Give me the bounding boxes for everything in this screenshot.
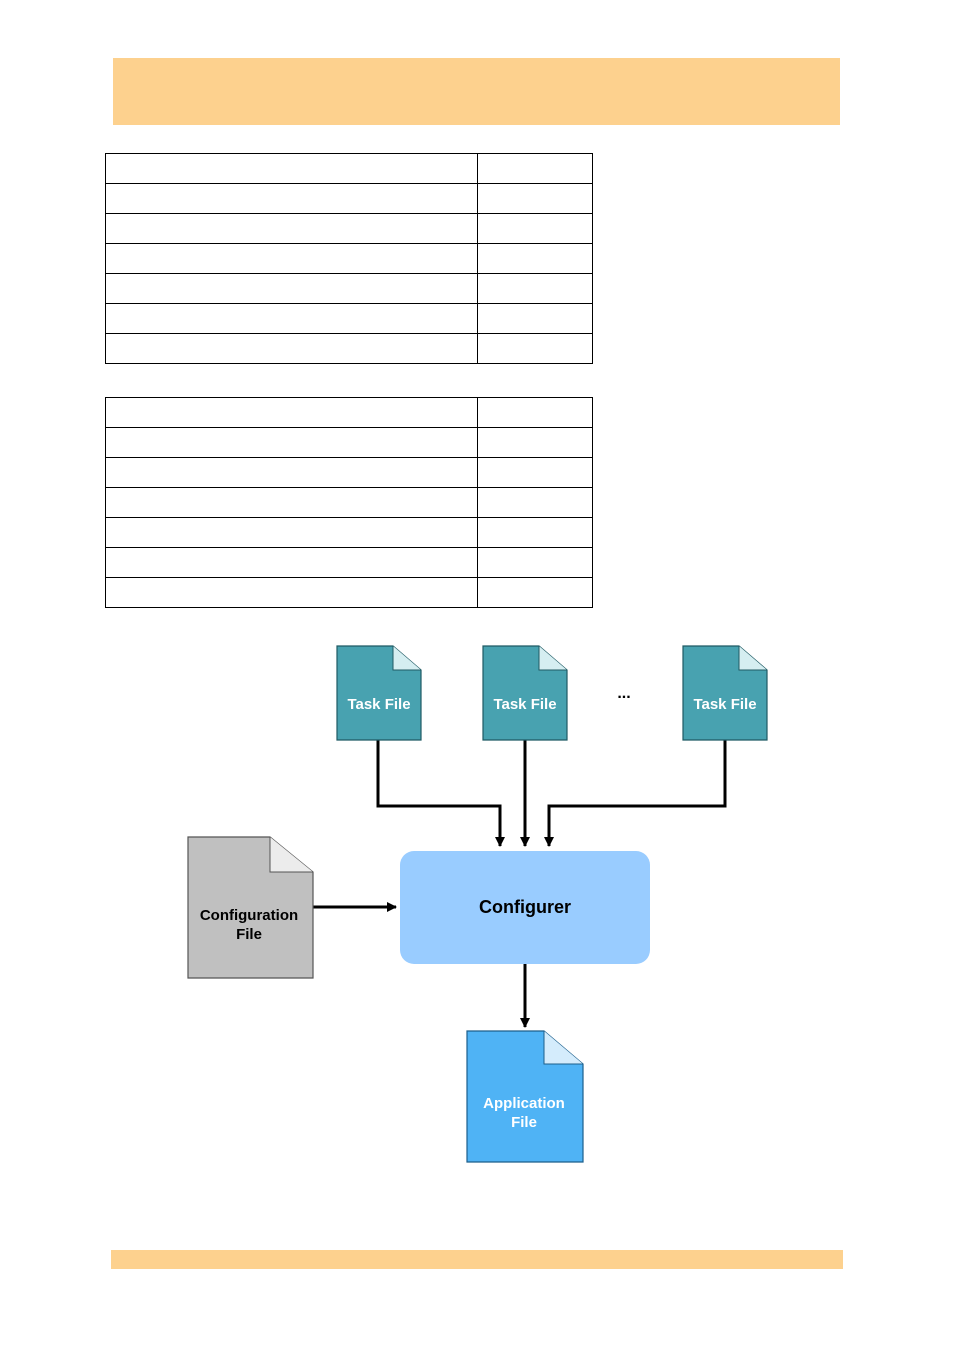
table-cell <box>477 153 593 184</box>
table-cell <box>105 333 478 364</box>
table-row <box>105 153 593 184</box>
page-fold <box>392 646 421 671</box>
more-task-files-ellipsis: ... <box>617 685 630 702</box>
table-row <box>105 427 593 458</box>
table-cell <box>105 397 478 428</box>
table-cell <box>477 303 593 334</box>
table-row <box>105 547 593 578</box>
table-row <box>105 577 593 608</box>
configurer-box <box>400 851 650 964</box>
configuration-file-label-line1: Configuration <box>200 907 298 924</box>
application-file-label-line1: Application <box>483 1095 565 1112</box>
table-cell <box>477 427 593 458</box>
table-row <box>105 273 593 304</box>
table-cell <box>105 273 478 304</box>
table-row <box>105 303 593 334</box>
page-fold <box>738 646 767 671</box>
table-cell <box>477 333 593 364</box>
configuration-file: Configuration File <box>187 836 314 979</box>
table-cell <box>105 547 478 578</box>
task-file-label: Task File <box>493 696 556 713</box>
application-file: Application File <box>466 1030 584 1163</box>
configuration-file-label-line2: File <box>236 926 262 943</box>
configurer-label: Configurer <box>479 897 571 917</box>
task-file-2: Task File <box>482 645 568 741</box>
table-cell <box>477 517 593 548</box>
connector-task-3 <box>544 740 727 847</box>
table-row <box>105 457 593 488</box>
table-row <box>105 243 593 274</box>
table-cell <box>477 577 593 608</box>
task-file-1: Task File <box>336 645 422 741</box>
connectors <box>313 740 727 1028</box>
table-cell <box>477 457 593 488</box>
table-row <box>105 517 593 548</box>
table-row <box>105 213 593 244</box>
header-band <box>113 58 840 125</box>
table-cell <box>477 213 593 244</box>
table-2 <box>105 397 593 608</box>
page-fold <box>269 837 313 873</box>
table-cell <box>105 243 478 274</box>
table-1 <box>105 153 593 364</box>
table-row <box>105 333 593 364</box>
table-row <box>105 397 593 428</box>
task-file-3: Task File <box>682 645 768 741</box>
task-file-label: Task File <box>693 696 756 713</box>
connector-task-1 <box>376 740 505 847</box>
configurer-process: Configurer <box>400 851 650 964</box>
table-cell <box>105 153 478 184</box>
page-fold <box>538 646 567 671</box>
footer-band <box>111 1250 843 1269</box>
table-cell <box>477 397 593 428</box>
table-cell <box>477 243 593 274</box>
application-file-label-line2: File <box>511 1114 537 1131</box>
table-cell <box>105 577 478 608</box>
page-fold <box>543 1031 583 1065</box>
table-cell <box>477 273 593 304</box>
table-cell <box>477 183 593 214</box>
task-file-label: Task File <box>347 696 410 713</box>
